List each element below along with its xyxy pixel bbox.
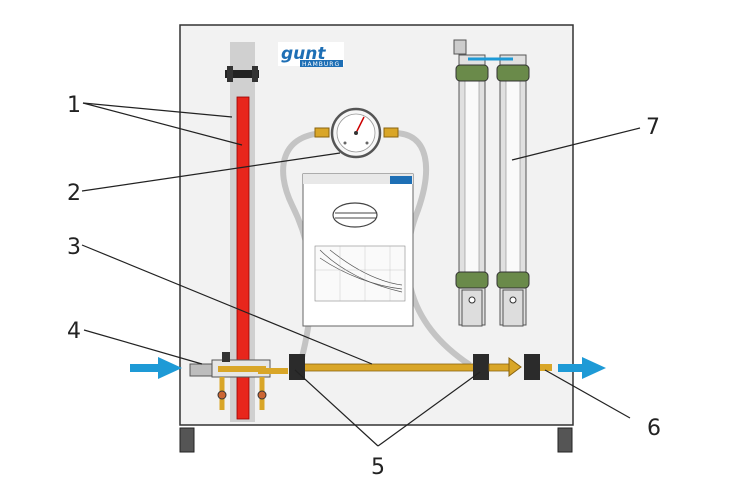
callout-lines: [81, 102, 641, 447]
hose-right: [393, 130, 472, 368]
pressure-gauge: [314, 107, 399, 159]
chart-sheet: [302, 173, 414, 327]
callout-6: 6: [647, 416, 661, 441]
inlet-manifold: [189, 352, 288, 410]
foot-right: [557, 427, 573, 453]
foot-left: [179, 427, 195, 453]
flowmeter-right: [496, 54, 530, 327]
outlet-flow-arrow: [558, 357, 606, 379]
gunt-logo: gunt HAMBURG: [278, 42, 344, 68]
callout-5: 5: [371, 455, 385, 480]
callout-4: 4: [67, 319, 81, 344]
outlet-valve: [488, 354, 552, 380]
logo-brand-text: gunt: [281, 44, 326, 64]
logo-city-text: HAMBURG: [302, 61, 340, 68]
callout-3: 3: [67, 235, 81, 260]
callout-1: 1: [67, 93, 81, 118]
pressure-tap-left: [289, 354, 305, 380]
callout-7: 7: [646, 115, 660, 140]
callout-2: 2: [67, 181, 81, 206]
manometer-tube: [236, 96, 250, 420]
inlet-flow-arrow: [130, 357, 182, 379]
flowmeter-left: [453, 39, 489, 327]
pressure-tap-right: [473, 354, 489, 380]
test-pipe: [299, 363, 477, 372]
manometer-column: [225, 42, 259, 422]
